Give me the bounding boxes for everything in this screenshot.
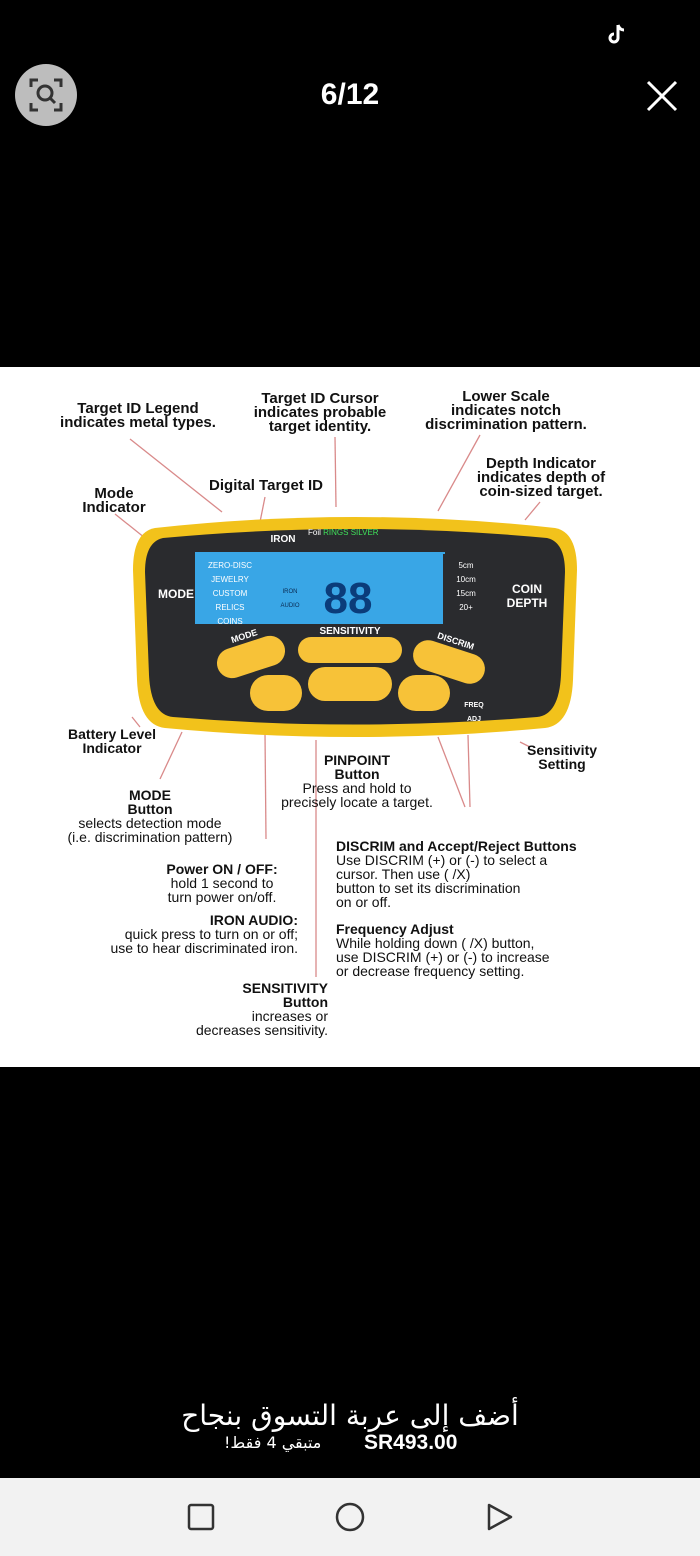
back-icon: [487, 1503, 513, 1531]
tiktok-icon: [604, 22, 630, 48]
pinpoint-key[interactable]: [308, 667, 392, 701]
recents-icon: [187, 1503, 215, 1531]
device-sensitivity-label: SENSITIVITY: [319, 626, 381, 637]
system-navbar: [0, 1478, 700, 1556]
device-legend-scale: Foil RINGS SILVER: [308, 528, 379, 537]
power-key[interactable]: [250, 675, 302, 711]
accept-reject-key[interactable]: [398, 675, 450, 711]
close-button[interactable]: [640, 74, 684, 118]
cart-banner[interactable]: أضف إلى عربة التسوق بنجاح SR493.00 متبقي…: [24, 1391, 676, 1469]
close-icon: [646, 80, 678, 112]
home-icon: [335, 1502, 365, 1532]
device-readout: 88: [323, 574, 373, 623]
back-button[interactable]: [482, 1500, 516, 1534]
recents-button[interactable]: [184, 1500, 218, 1534]
label-digital-target-id: Digital Target ID: [209, 477, 323, 494]
image-counter: 6/12: [320, 78, 380, 111]
sensitivity-key[interactable]: [298, 637, 402, 663]
image-search-icon: [29, 78, 63, 112]
price: SR493.00: [364, 1431, 458, 1454]
banner-title: أضف إلى عربة التسوق بنجاح: [181, 1399, 519, 1432]
stock-remaining: متبقي 4 فقط!: [224, 1433, 322, 1452]
device-mode-label: MODE: [158, 587, 194, 601]
image-search-button[interactable]: [15, 64, 77, 126]
label-iron-audio: IRON AUDIO:quick press to turn on or off…: [110, 912, 298, 956]
device-iron-label: IRON: [270, 534, 296, 545]
home-button[interactable]: [333, 1500, 367, 1534]
